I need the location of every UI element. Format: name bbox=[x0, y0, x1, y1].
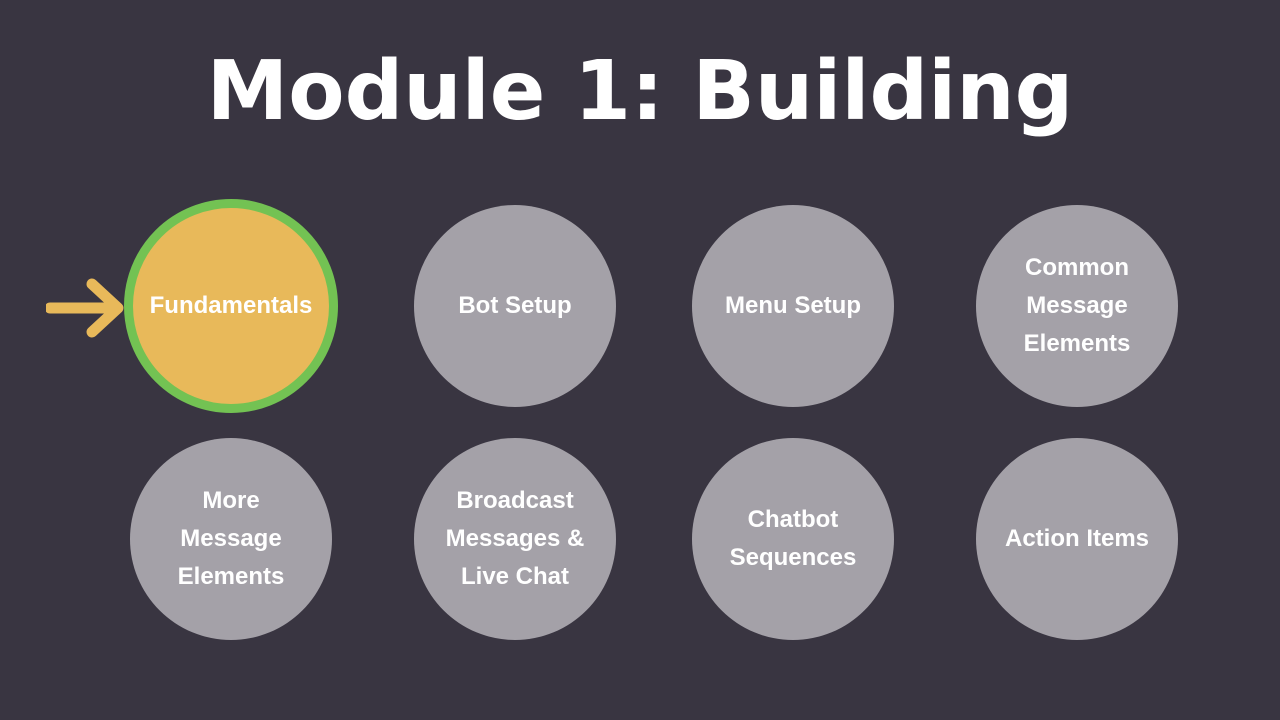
topic-label: Menu Setup bbox=[725, 292, 861, 319]
topic-label: Chatbot Sequences bbox=[729, 506, 857, 571]
topic-label: Common Message Elements bbox=[1023, 254, 1131, 357]
topic-label: Fundamentals bbox=[149, 292, 313, 319]
arrow-right-icon bbox=[46, 278, 124, 338]
topic-fundamentals[interactable]: Fundamentals bbox=[124, 199, 338, 413]
topic-chatbot-sequences[interactable]: Chatbot Sequences bbox=[692, 438, 894, 640]
topic-label: Bot Setup bbox=[458, 292, 572, 319]
topic-label: Broadcast Messages & Live Chat bbox=[445, 487, 585, 590]
topic-action-items[interactable]: Action Items bbox=[976, 438, 1178, 640]
page-title: Module 1: Building bbox=[206, 44, 1074, 139]
topic-broadcast-messages-live-chat[interactable]: Broadcast Messages & Live Chat bbox=[414, 438, 616, 640]
topic-common-message-elements[interactable]: Common Message Elements bbox=[976, 205, 1178, 407]
topic-label: More Message Elements bbox=[177, 487, 285, 590]
topic-menu-setup[interactable]: Menu Setup bbox=[692, 205, 894, 407]
topic-label: Action Items bbox=[1004, 525, 1150, 552]
topic-bot-setup[interactable]: Bot Setup bbox=[414, 205, 616, 407]
topic-more-message-elements[interactable]: More Message Elements bbox=[130, 438, 332, 640]
